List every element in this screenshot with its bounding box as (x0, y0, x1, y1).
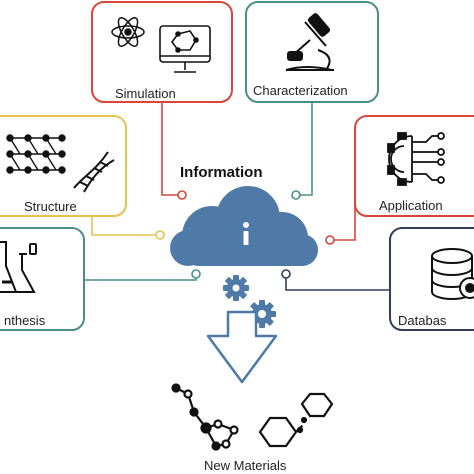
atom-icon (111, 17, 145, 47)
database-icon (431, 248, 474, 300)
lattice-icon (6, 134, 66, 174)
molecule-chain-icon (171, 383, 239, 451)
application-label: Application (379, 198, 443, 213)
microscope-icon (285, 13, 334, 71)
database-label: Databas (398, 313, 447, 328)
monitor-molecule-icon (159, 25, 211, 73)
application-box (354, 115, 474, 217)
structure-label: Structure (24, 199, 77, 214)
connector-dots (155, 190, 335, 279)
structure-box (0, 115, 127, 217)
hexagon-molecule-icon (258, 392, 334, 448)
new-materials-label: New Materials (204, 458, 287, 473)
info-icon (243, 222, 249, 245)
information-title: Information (180, 164, 263, 181)
gear-icon (223, 275, 249, 301)
characterization-label: Characterization (253, 83, 348, 98)
flask-icon (0, 241, 37, 293)
gear-circuit-icon (387, 132, 445, 186)
synthesis-label: nthesis (4, 313, 46, 328)
down-arrow-icon (206, 310, 278, 384)
simulation-label: Simulation (115, 86, 176, 101)
information-cloud (170, 186, 318, 266)
dna-icon (73, 151, 115, 193)
